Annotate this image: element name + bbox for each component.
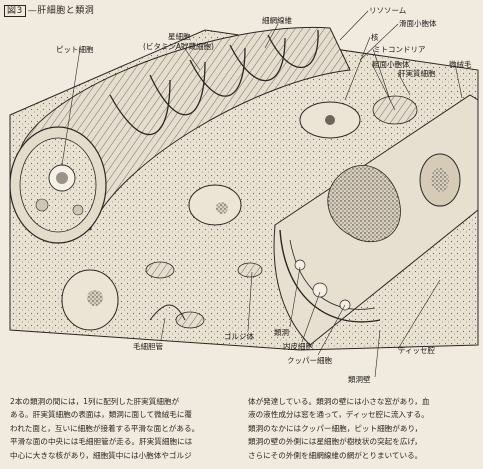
figure-title-text: —肝細胞と類洞 (27, 6, 95, 16)
figure-number: 図3 (4, 5, 26, 17)
label-bile-canaliculus: 毛細胆管 (133, 342, 163, 351)
label-endothelial-cell: 内皮細胞 (283, 342, 313, 351)
label-microvilli: 微絨毛 (449, 60, 472, 69)
leader-lines (61, 10, 463, 378)
label-hepatocyte: 肝実質細胞 (398, 69, 436, 78)
sinusoid-channel-lower (273, 94, 479, 346)
label-golgi: ゴルジ体 (224, 332, 254, 341)
label-stellate-cell: 星細胞 (168, 32, 191, 41)
label-lysosome: リソソーム (369, 6, 407, 15)
caption-right: 体が発達している。類洞の壁には小さな窓があり，血 液の液性成分は窓を通って，ディ… (248, 397, 430, 460)
label-stellate-cell-note: (ビタミンA貯蔵細胞) (143, 42, 214, 51)
sinusoid-tube-upper (9, 26, 351, 244)
hepatocyte-organelles (61, 95, 418, 331)
label-mitochondria: ミトコンドリア (373, 45, 426, 54)
label-space-of-disse: ディッセ腔 (398, 346, 435, 355)
liver-illustration (9, 10, 479, 378)
caption-left: 2本の類洞の間には，1列に配列した肝実質細胞が ある。肝実質細胞の表面は，類洞に… (10, 397, 200, 460)
label-smooth-er: 滑面小胞体 (399, 19, 437, 28)
label-kupffer-cell: クッパー細胞 (287, 356, 332, 365)
label-sinusoid-wall: 類洞壁 (348, 375, 371, 384)
label-nucleus: 核 (371, 33, 379, 42)
label-pit-cell: ピット細胞 (56, 45, 94, 54)
label-sinusoid: 類洞 (274, 328, 289, 337)
figure-title: 図3—肝細胞と類洞 (4, 3, 95, 17)
label-reticular-fiber: 細網線維 (262, 16, 292, 25)
label-rough-er: 粗面小胞体 (372, 60, 410, 69)
